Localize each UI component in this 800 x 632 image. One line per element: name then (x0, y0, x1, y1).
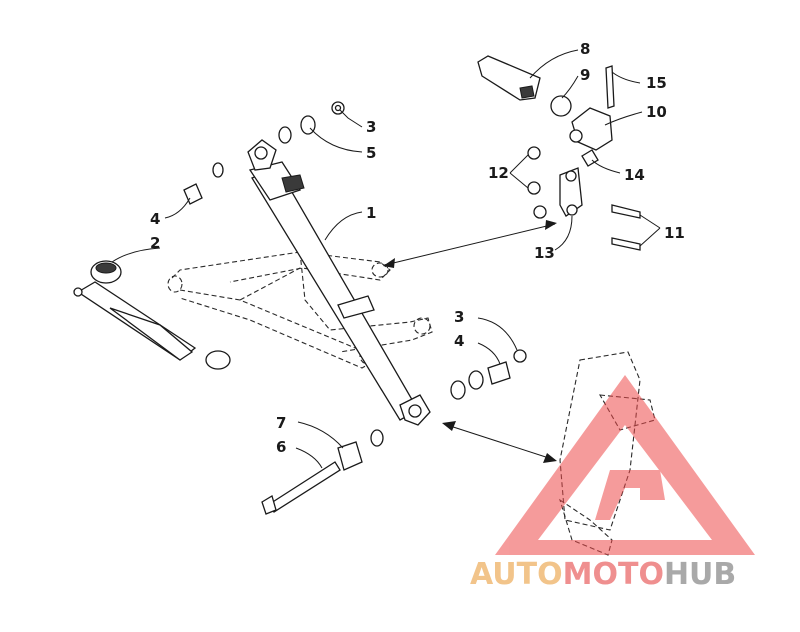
svg-text:AUTOMOTOHUB: AUTOMOTOHUB (470, 557, 736, 592)
connection-arrows (383, 220, 557, 463)
lower-hardware (261, 349, 527, 515)
shock-absorber-main (247, 139, 431, 426)
label-10: 10 (646, 103, 667, 121)
shock-with-reservoir (73, 260, 231, 370)
upper-hardware (183, 101, 345, 205)
label-12: 12 (488, 164, 509, 182)
a-arm-frame (167, 251, 433, 369)
linkage-assembly (477, 55, 641, 251)
label-3-lower: 3 (454, 308, 464, 326)
label-13: 13 (534, 244, 555, 262)
part-number-labels: 1 2 3 3 4 4 5 6 7 8 9 10 11 12 13 14 15 (150, 40, 685, 456)
watermark-auto: AUTO (470, 557, 563, 592)
label-5: 5 (366, 144, 376, 162)
label-3-upper: 3 (366, 118, 376, 136)
label-4-lower: 4 (454, 332, 464, 350)
label-9: 9 (580, 66, 590, 84)
watermark-text: AUTOMOTOHUB (470, 557, 736, 592)
watermark-inner-mark-icon (595, 470, 665, 520)
label-11: 11 (664, 224, 685, 242)
label-15: 15 (646, 74, 667, 92)
watermark-logo (495, 375, 755, 555)
label-7: 7 (276, 414, 286, 432)
watermark-hub: HUB (664, 557, 736, 592)
label-2: 2 (150, 234, 160, 252)
label-8: 8 (580, 40, 590, 58)
label-1: 1 (366, 204, 376, 222)
leader-lines (111, 49, 661, 469)
watermark-moto: MOTO (563, 557, 664, 592)
label-4-upper: 4 (150, 210, 160, 228)
label-6: 6 (276, 438, 286, 456)
watermark-triangle-icon (495, 375, 755, 555)
label-14: 14 (624, 166, 645, 184)
